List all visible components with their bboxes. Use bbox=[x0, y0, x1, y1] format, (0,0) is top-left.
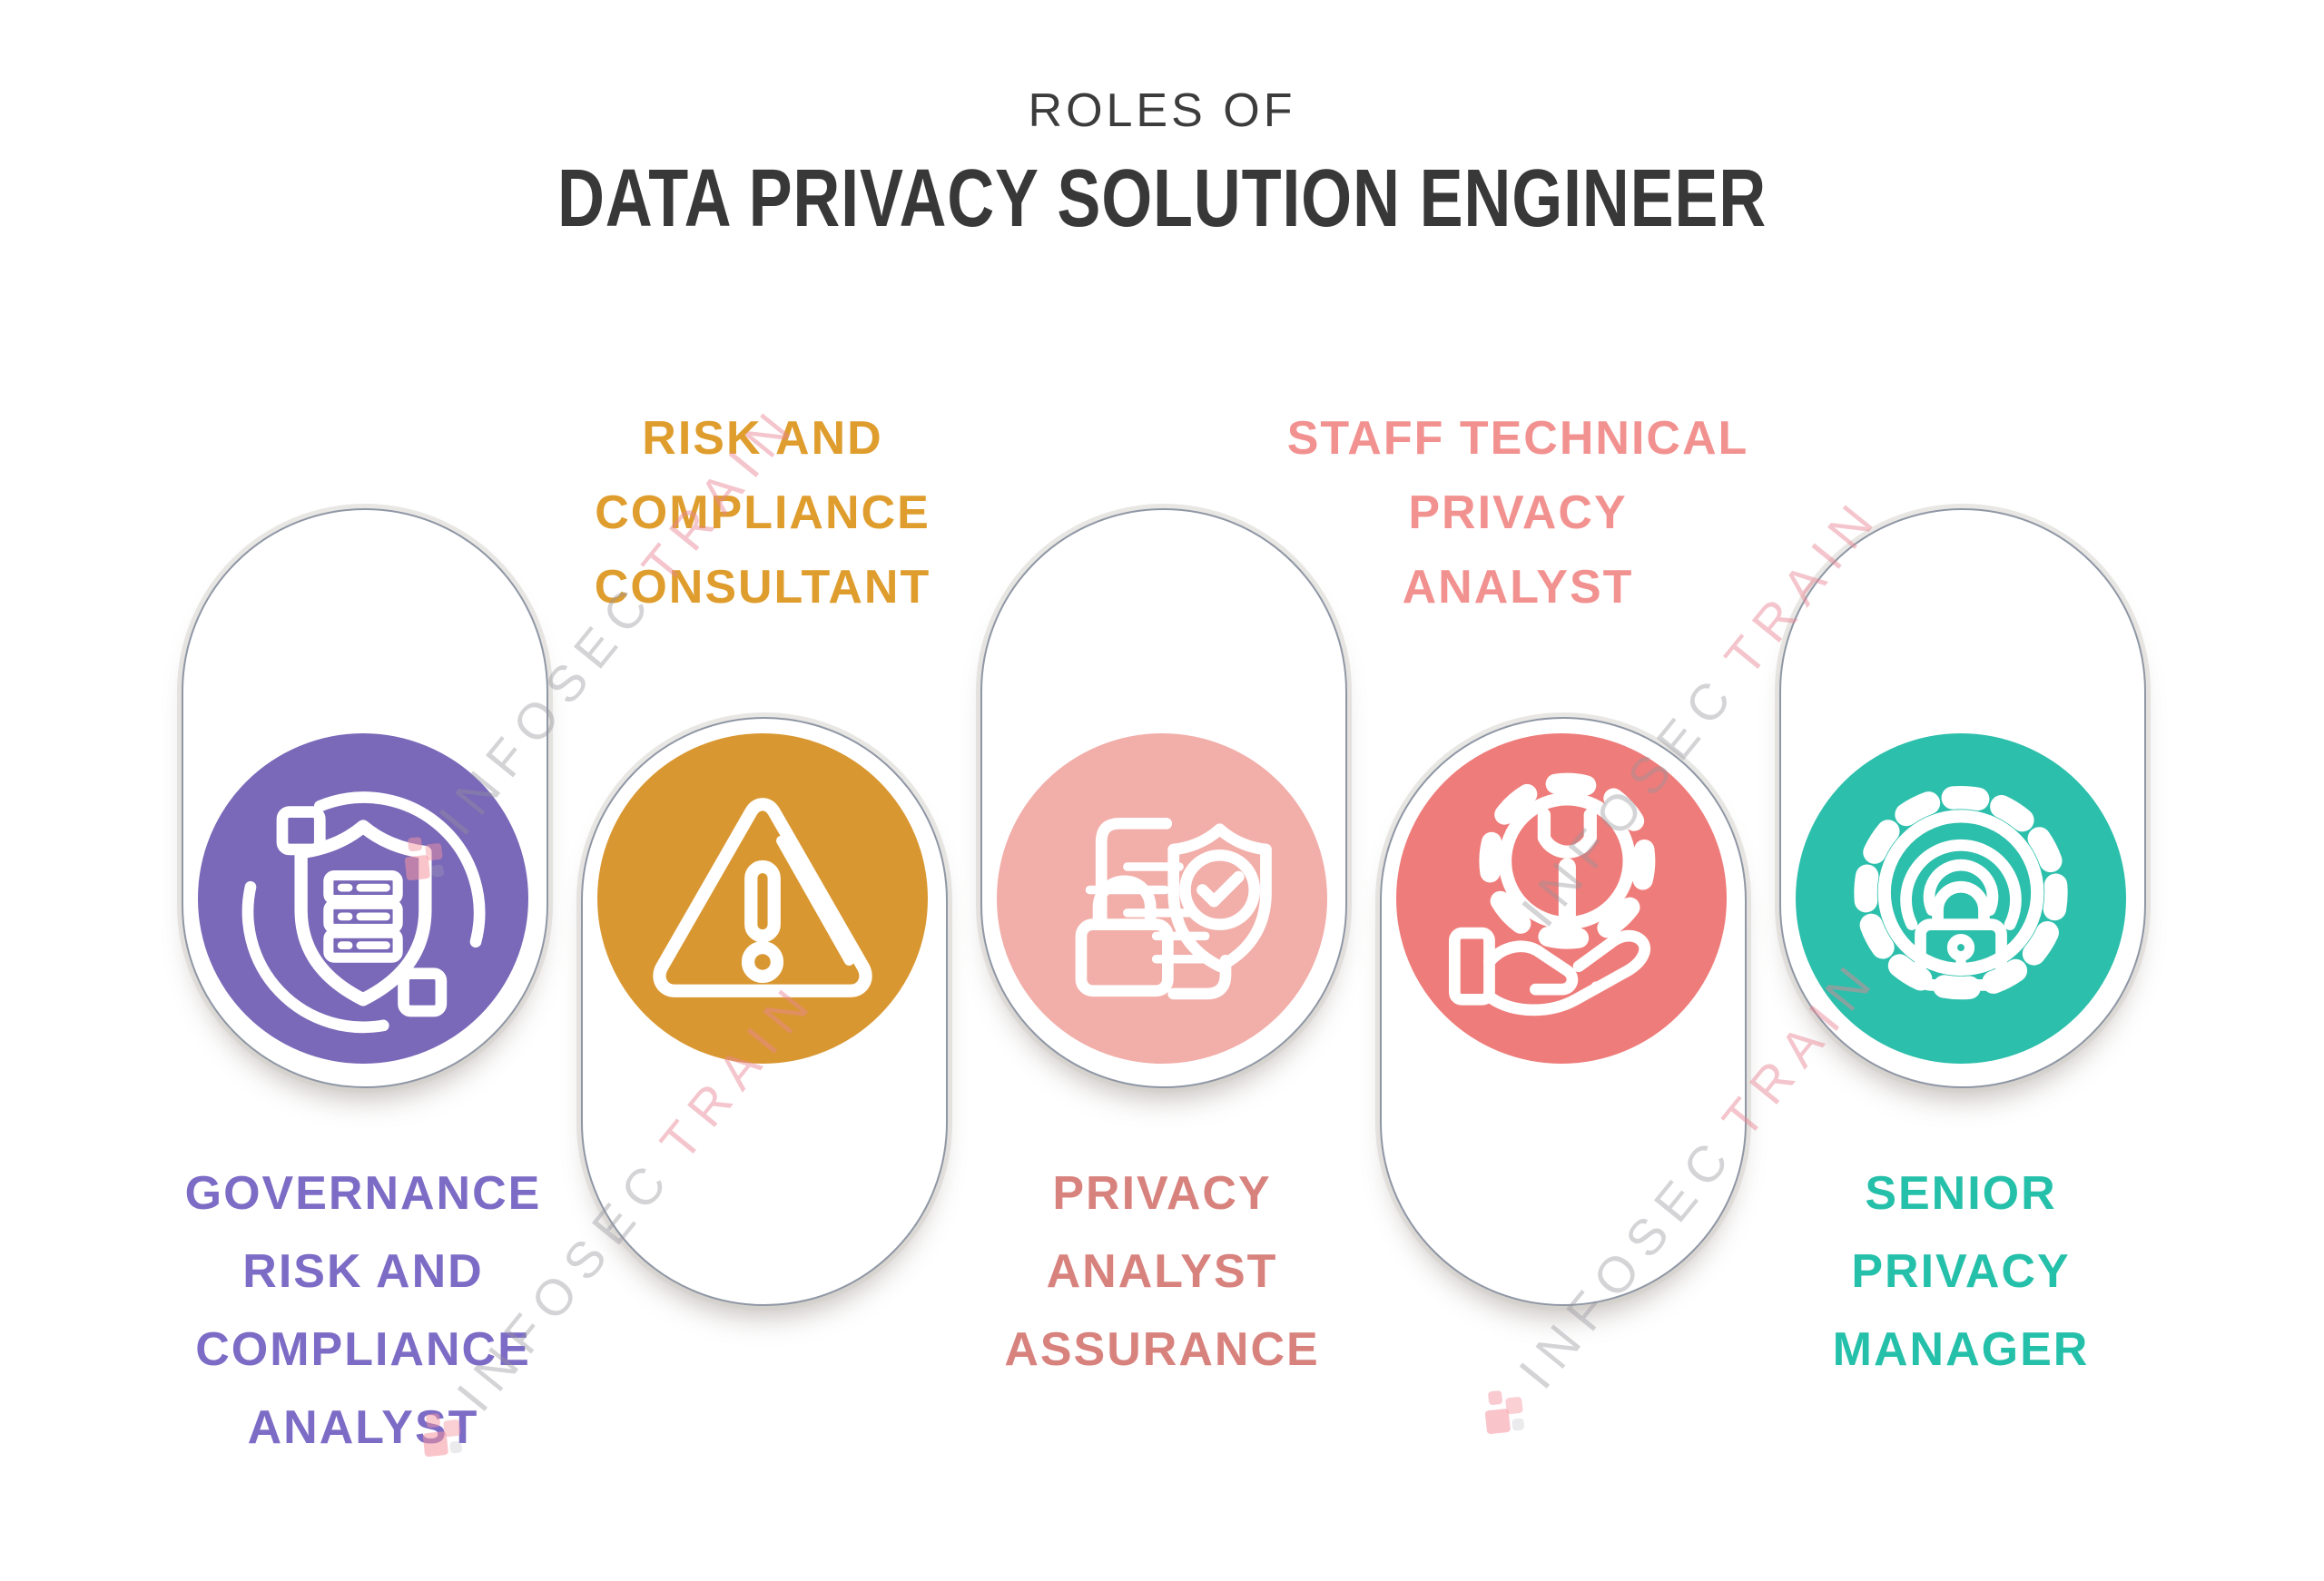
role-label-line: COMPLIANCE bbox=[195, 1323, 531, 1376]
gear-lock-icon bbox=[1854, 785, 2068, 1000]
role-icon-badge bbox=[997, 733, 1327, 1064]
role-label-line: MANAGER bbox=[1832, 1323, 2090, 1376]
role-label: PRIVACY ANALYST ASSURANCE bbox=[890, 1154, 1434, 1389]
role-label-line: ANALYST bbox=[1402, 561, 1634, 614]
warning-triangle-icon bbox=[653, 798, 872, 997]
role-label-line: PRIVACY bbox=[1052, 1167, 1272, 1220]
role-label-line: COMPLIANCE bbox=[595, 486, 931, 539]
role-label-line: SENIOR bbox=[1865, 1167, 2057, 1220]
role-label-line: PRIVACY bbox=[1408, 486, 1628, 539]
role-icon-badge bbox=[198, 733, 528, 1064]
role-icon-badge bbox=[1396, 733, 1727, 1064]
gear-wrench-hand-icon bbox=[1448, 772, 1656, 1016]
role-label-line: STAFF TECHNICAL bbox=[1286, 412, 1749, 465]
role-label-line: ANALYST bbox=[247, 1401, 479, 1454]
role-label-line: GOVERNANCE bbox=[184, 1167, 542, 1220]
shield-database-sync-icon bbox=[241, 791, 486, 1034]
role-label-line: RISK AND bbox=[242, 1245, 484, 1298]
document-shield-lock-icon bbox=[1075, 817, 1272, 1000]
role-label-line: RISK AND bbox=[642, 412, 883, 465]
title-kicker: ROLES OF bbox=[1028, 84, 1296, 137]
role-label: SENIOR PRIVACY MANAGER bbox=[1689, 1154, 2233, 1389]
infosectrain-logo-icon bbox=[1468, 1376, 1541, 1448]
role-label: RISK AND COMPLIANCE CONSULTANT bbox=[490, 401, 1035, 624]
page-title: DATA PRIVACY SOLUTION ENGINEER bbox=[556, 153, 1768, 244]
role-label-line: ASSURANCE bbox=[1004, 1323, 1320, 1376]
role-label-line: CONSULTANT bbox=[594, 561, 931, 614]
role-label-line: ANALYST bbox=[1046, 1245, 1278, 1298]
role-icon-badge bbox=[1796, 733, 2126, 1064]
role-label-line: PRIVACY bbox=[1851, 1245, 2071, 1298]
role-icon-badge bbox=[597, 733, 928, 1064]
role-label: GOVERNANCE RISK AND COMPLIANCE ANALYST bbox=[91, 1154, 635, 1467]
role-label: STAFF TECHNICAL PRIVACY ANALYST bbox=[1246, 401, 1790, 624]
